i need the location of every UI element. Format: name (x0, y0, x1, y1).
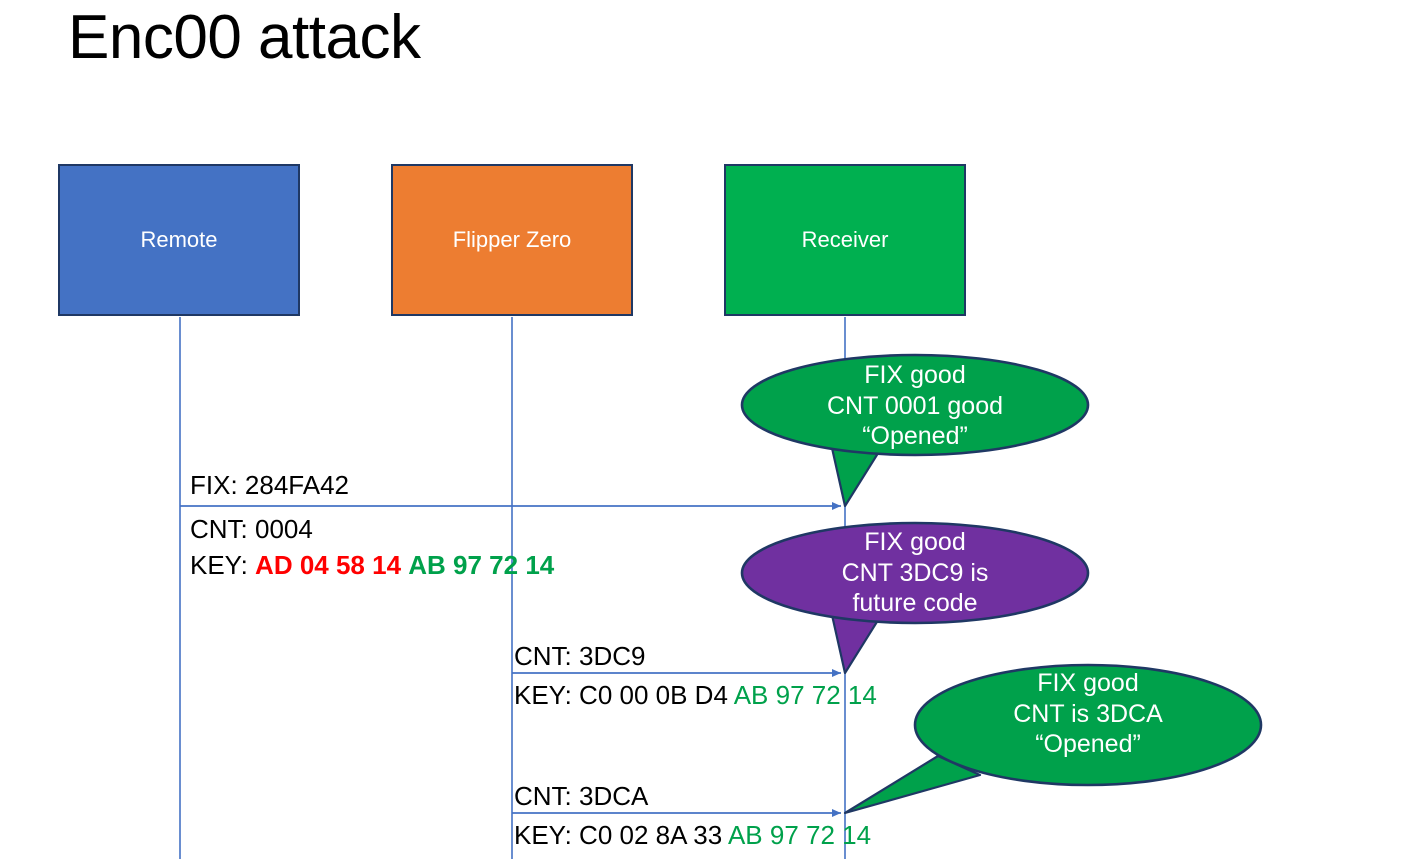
message-1-key: KEY: AD 04 58 14 AB 97 72 14 (190, 552, 554, 578)
message-2-key-second: AB 97 72 14 (733, 680, 877, 710)
page-title: Enc00 attack (68, 3, 421, 72)
actor-box-flipper[interactable]: Flipper Zero (391, 164, 633, 316)
message-2-key-prefix: KEY: C0 00 0B D4 (514, 680, 734, 710)
callout-bubble-3 (843, 663, 1263, 815)
callout-bubble-2 (740, 521, 1090, 675)
message-3-key-prefix: KEY: C0 02 8A 33 (514, 820, 728, 850)
message-1-key-prefix: KEY: (190, 550, 256, 580)
actor-label-receiver: Receiver (801, 227, 889, 252)
message-1-cnt: CNT: 0004 (190, 514, 313, 544)
actor-label-flipper: Flipper Zero (452, 227, 572, 252)
message-1-fix: FIX: 284FA42 (190, 470, 349, 500)
message-2-cnt: CNT: 3DC9 (514, 641, 646, 671)
callout-bubble-1 (740, 353, 1090, 508)
message-2-key: KEY: C0 00 0B D4 AB 97 72 14 (514, 682, 877, 708)
message-3-key: KEY: C0 02 8A 33 AB 97 72 14 (514, 822, 871, 848)
actor-box-remote[interactable]: Remote (58, 164, 300, 316)
message-3-cnt: CNT: 3DCA (514, 781, 649, 811)
message-1-key-second: AB 97 72 14 (408, 550, 555, 580)
message-3-key-second: AB 97 72 14 (727, 820, 872, 850)
message-1-key-first: AD 04 58 14 (255, 550, 402, 580)
actor-label-remote: Remote (140, 227, 218, 252)
actor-box-receiver[interactable]: Receiver (724, 164, 966, 316)
